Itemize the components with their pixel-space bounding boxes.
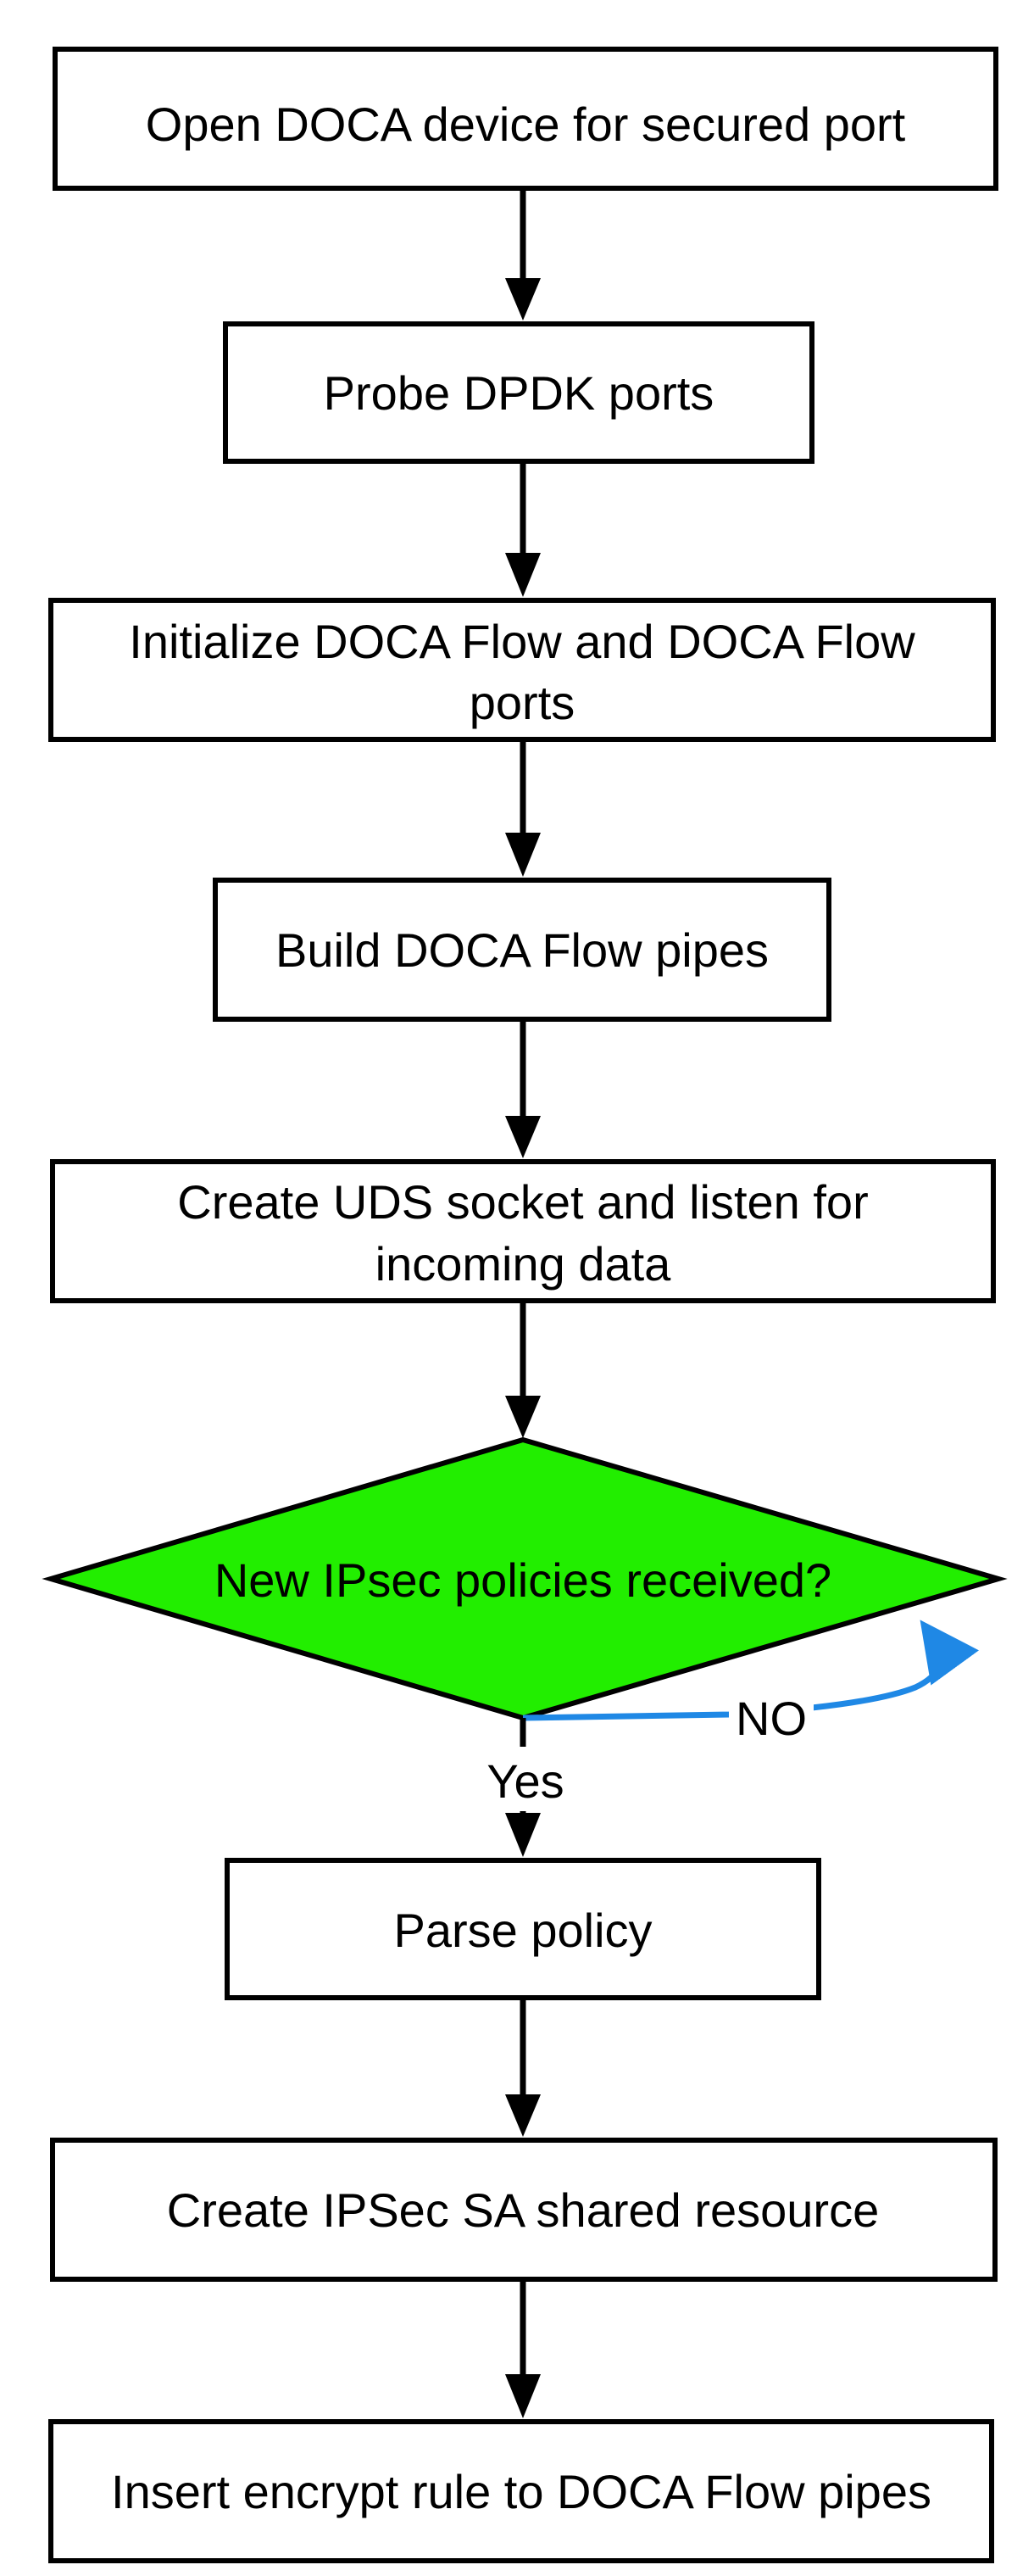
step-open-device: Open DOCA device for secured port (53, 47, 998, 191)
step-label: Build DOCA Flow pipes (275, 923, 769, 977)
arrow-2-to-3 (505, 461, 541, 597)
step-label: Create IPSec SA shared resource (167, 2183, 879, 2237)
arrow-4-to-5 (505, 1019, 541, 1158)
step-label-line2: ports (470, 676, 575, 729)
step-label-line1: Initialize DOCA Flow and DOCA Flow (129, 615, 915, 668)
step-box (50, 2138, 998, 2282)
step-box (223, 321, 814, 464)
step-build-pipes: Build DOCA Flow pipes (213, 878, 831, 1022)
step-create-sa: Create IPSec SA shared resource (50, 2138, 998, 2282)
step-box (225, 1858, 821, 2000)
step-label: Open DOCA device for secured port (146, 98, 906, 151)
arrow-decision-to-6: Yes (486, 1718, 564, 1857)
arrow-3-to-4 (505, 739, 541, 877)
decision-new-policies: New IPsec policies received? (42, 1436, 1008, 1721)
step-box (53, 47, 998, 191)
no-label: NO (736, 1692, 807, 1745)
step-init-flow: Initialize DOCA Flow and DOCA Flow ports (48, 598, 996, 742)
step-insert-rule: Insert encrypt rule to DOCA Flow pipes (48, 2419, 994, 2563)
step-label-line2: incoming data (375, 1237, 672, 1291)
arrow-6-to-7 (505, 1998, 541, 2137)
step-create-socket: Create UDS socket and listen for incomin… (50, 1159, 996, 1303)
step-box (50, 1159, 996, 1303)
step-label: Probe DPDK ports (324, 366, 714, 420)
arrow-1-to-2 (505, 188, 541, 321)
step-box (48, 2419, 994, 2563)
step-box (48, 598, 996, 742)
arrow-7-to-8 (505, 2279, 541, 2418)
decision-label: New IPsec policies received? (214, 1553, 831, 1607)
no-label-background (729, 1692, 814, 1742)
step-parse-policy: Parse policy (225, 1858, 821, 2000)
step-label: Insert encrypt rule to DOCA Flow pipes (111, 2465, 931, 2518)
step-label-line1: Create UDS socket and listen for (177, 1175, 868, 1229)
step-probe-ports: Probe DPDK ports (223, 321, 814, 464)
step-label: Parse policy (393, 1904, 652, 1957)
arrow-5-to-decision (505, 1301, 541, 1438)
yes-label: Yes (486, 1754, 564, 1808)
no-loop-arrow: NO (522, 1620, 979, 1745)
